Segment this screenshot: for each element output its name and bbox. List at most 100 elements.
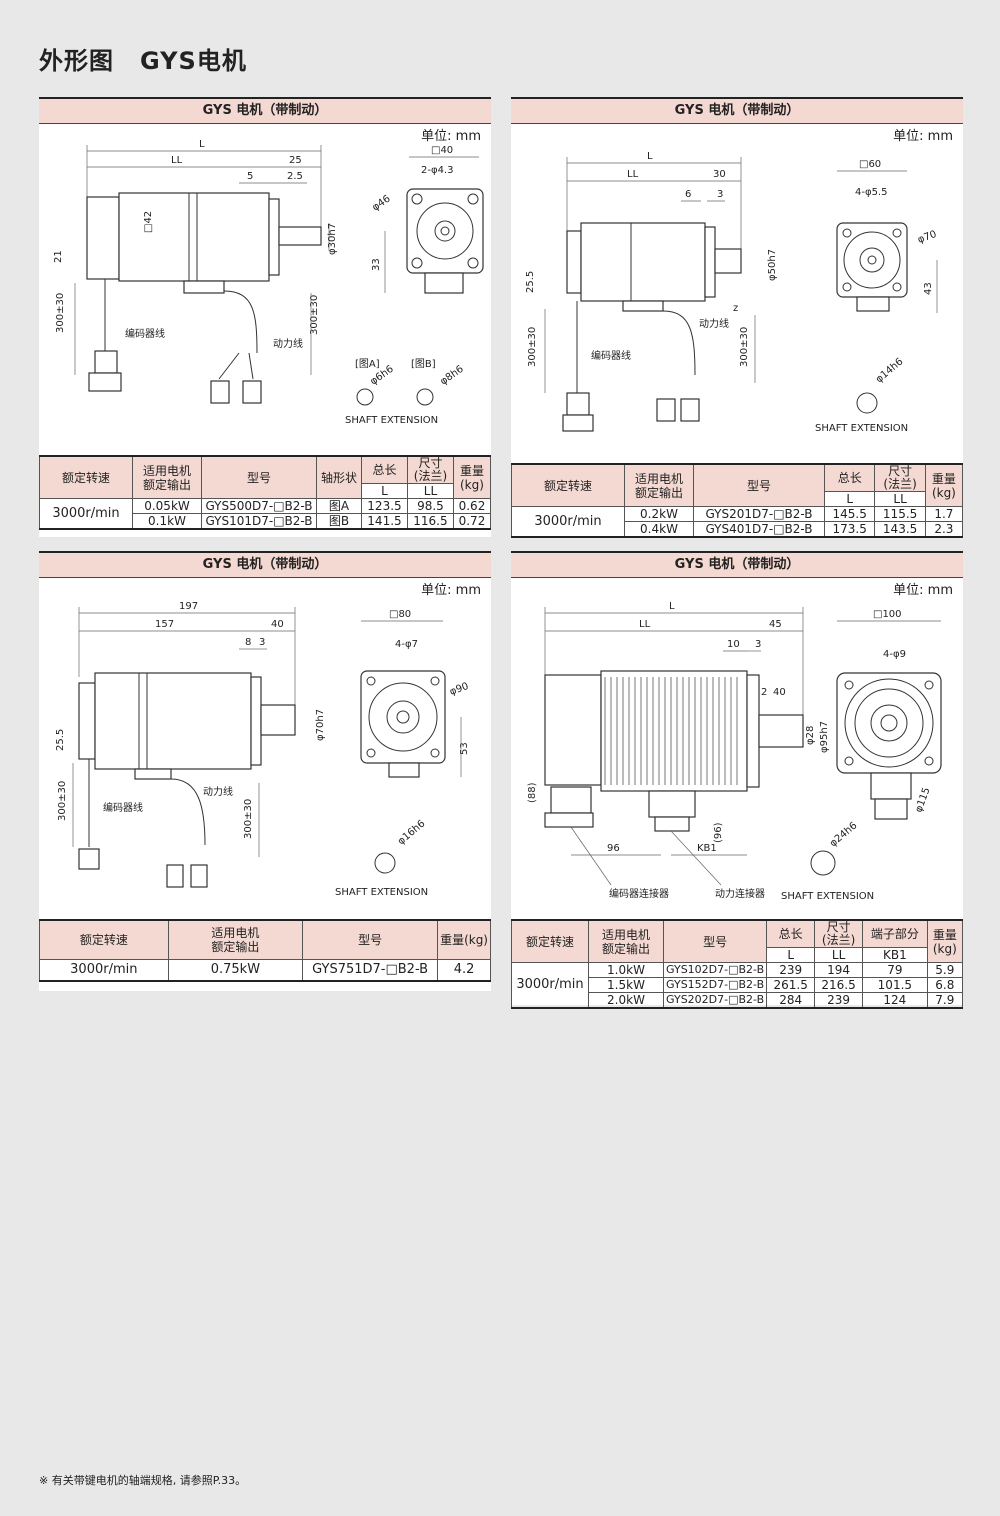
label-encoder-cable: 编码器线 (103, 801, 143, 814)
th-sub-l: L (361, 483, 408, 499)
dim-phi70: φ70h7 (315, 709, 326, 741)
label-power-connector: 动力连接器 (715, 887, 765, 900)
dim-88: (88) (527, 782, 538, 803)
dim-300-power: 300±30 (739, 327, 750, 367)
cell-model: GYS101D7-□B2-B (201, 513, 317, 530)
cell-model: GYS152D7-□B2-B (662, 977, 768, 993)
cell-output: 1.0kW (588, 962, 664, 978)
dim-300-encoder: 300±30 (55, 293, 66, 333)
panel-gys-small: GYS 电机（带制动） 单位: mm L LL 25 5 2.5 □42 φ30… (39, 97, 492, 537)
drawing-gys-small: L LL 25 5 2.5 □42 φ30h7 21 编码器线 动力 (53, 139, 484, 426)
th-terminal: 端子部分 (862, 919, 928, 948)
dim-phi90: φ90 (448, 681, 470, 698)
dim-phi115: φ115 (913, 786, 932, 814)
th-output: 适用电机 额定输出 (588, 919, 664, 963)
label-power-cable: 动力线 (699, 317, 729, 330)
dim-40: 40 (271, 619, 284, 630)
dim-8: 8 (245, 637, 251, 648)
th-total: 总长 (766, 919, 816, 948)
dim-300-encoder: 300±30 (527, 327, 538, 367)
spec-table-gys-small: 额定转速 适用电机 额定输出 型号 轴形状 总长 尺寸 (法兰) 重量 (kg)… (39, 455, 492, 530)
th-model: 型号 (662, 919, 768, 963)
cell-kb1: 101.5 (862, 977, 928, 993)
dim-25-5: 25.5 (525, 271, 536, 293)
th-total: 总长 (361, 455, 408, 484)
label-shaft-ext: SHAFT EXTENSION (345, 415, 438, 426)
label-encoder-cable: 编码器线 (125, 327, 165, 340)
drawing-gys-large: L LL 45 10 3 2 40 φ28 φ9 (527, 601, 942, 902)
th-speed: 额定转速 (39, 919, 169, 960)
dim-6: 6 (685, 189, 691, 200)
dim-phi50: φ50h7 (767, 249, 778, 281)
cell-kb1: 124 (862, 992, 928, 1009)
dim-33: 33 (371, 258, 382, 271)
dim-96-vertical: (96) (713, 822, 724, 843)
dim-l: L (669, 601, 675, 612)
label-fig-b: [图B] (411, 358, 436, 370)
th-weight: 重量 (kg) (452, 455, 492, 499)
drawing-gys-750w: 197 157 40 8 3 φ70h7 25.5 编码器线 动力线 300±3… (55, 601, 470, 898)
panel-title: GYS 电机（带制动） (39, 97, 491, 124)
th-model: 型号 (302, 919, 439, 960)
cell-shaft: 图A (316, 498, 362, 514)
th-sub-ll: LL (814, 947, 864, 963)
dim-10: 10 (727, 639, 740, 650)
dim-43: 43 (923, 282, 934, 295)
dim-300-power: 300±30 (243, 799, 254, 839)
cell-l: 173.5 (823, 521, 876, 538)
label-power-cable: 动力线 (203, 785, 233, 798)
table-row: 2.0kW GYS202D7-□B2-B 284 239 124 7.9 (512, 992, 964, 1009)
dim-sq100: □100 (873, 609, 902, 620)
cell-output: 0.4kW (624, 521, 694, 538)
dim-40: 40 (773, 687, 786, 698)
dim-300-power: 300±30 (309, 295, 320, 335)
dim-kb1: KB1 (697, 843, 717, 854)
cell-speed: 3000r/min (511, 962, 589, 1009)
dim-2-5: 2.5 (287, 171, 303, 182)
dim-3: 3 (717, 189, 723, 200)
cell-ll: 98.5 (406, 498, 454, 514)
panel-title: GYS 电机（带制动） (511, 97, 963, 124)
cell-kb1: 79 (862, 962, 928, 978)
th-sub-ll: LL (406, 483, 454, 499)
dim-phi70: φ70 (916, 229, 938, 246)
th-output: 适用电机 额定输出 (167, 919, 304, 960)
panel-gys-medium: GYS 电机（带制动） 单位: mm L LL 30 6 3 φ50h7 25.… (511, 97, 964, 538)
label-power-cable: 动力线 (273, 337, 303, 350)
label-shaft-ext: SHAFT EXTENSION (335, 887, 428, 898)
cell-ll: 143.5 (874, 521, 926, 538)
cell-weight: 4.2 (437, 959, 491, 982)
label-shaft-ext: SHAFT EXTENSION (815, 423, 908, 434)
dim-phi8: φ8h6 (438, 364, 465, 388)
table-row: 3000r/min 0.2kW GYS201D7-□B2-B 145.5 115… (511, 506, 964, 538)
dim-l: L (647, 151, 653, 162)
table-row: 1.5kW GYS152D7-□B2-B 261.5 216.5 101.5 6… (512, 977, 964, 993)
cell-model: GYS401D7-□B2-B (693, 521, 825, 538)
th-total: 总长 (823, 463, 876, 492)
cell-l: 145.5 (823, 506, 876, 522)
th-flange: 尺寸 (法兰) (406, 455, 454, 484)
cell-model: GYS102D7-□B2-B (662, 962, 768, 978)
th-model: 型号 (201, 455, 317, 499)
dim-sq60: □60 (859, 159, 881, 170)
dim-5: 5 (247, 171, 253, 182)
dim-phi30: φ30h7 (327, 223, 338, 255)
table-row: 3000r/min 0.05kW GYS500D7-□B2-B 图A 123.5… (39, 498, 492, 530)
cell-weight: 2.3 (924, 521, 964, 538)
label-encoder-connector: 编码器连接器 (609, 887, 669, 900)
th-sub-ll: LL (874, 491, 926, 507)
cell-speed: 3000r/min (39, 498, 133, 530)
cell-output: 0.1kW (132, 513, 202, 530)
dim-197: 197 (179, 601, 198, 612)
spec-table-gys-750w: 额定转速 适用电机 额定输出 型号 重量(kg) 3000r/min 0.75k… (39, 919, 491, 982)
label-fig-a: [图A] (355, 358, 380, 370)
th-model: 型号 (693, 463, 825, 507)
dim-25-5: 25.5 (55, 729, 66, 751)
panel-title: GYS 电机（带制动） (511, 551, 963, 578)
cell-output: 1.5kW (588, 977, 664, 993)
dim-phi14: φ14h6 (874, 356, 906, 385)
dim-ll: LL (639, 619, 651, 630)
cell-weight: 0.62 (452, 498, 492, 514)
